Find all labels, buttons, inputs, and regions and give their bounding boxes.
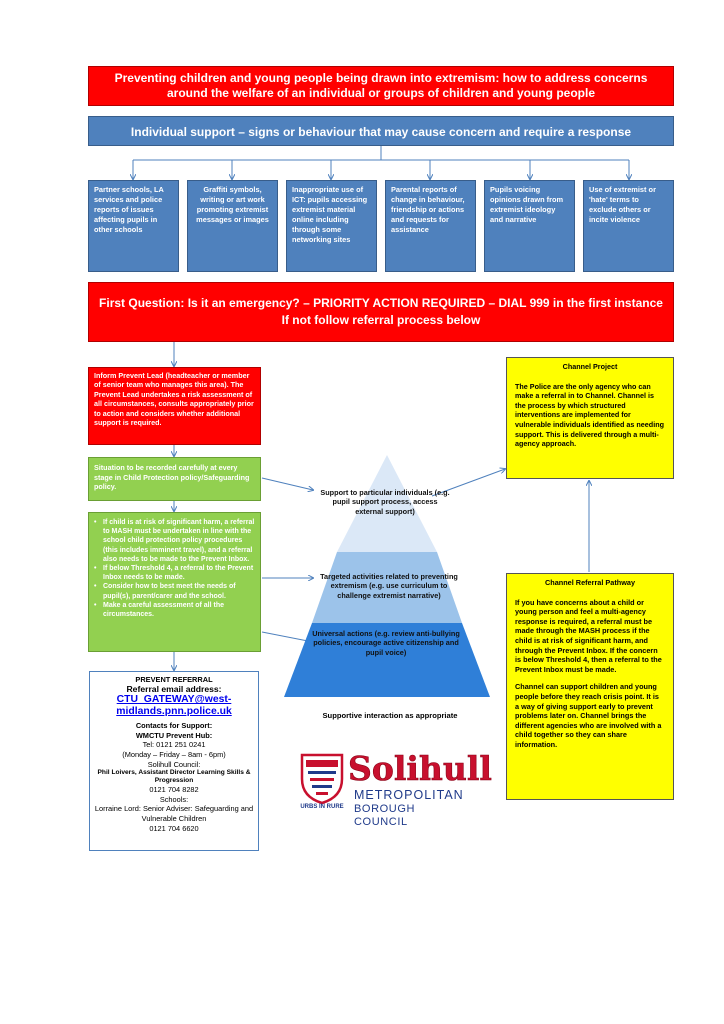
referral-heading: PREVENT REFERRAL	[135, 675, 213, 684]
hub-hours: (Monday – Friday – 8am - 6pm)	[122, 749, 226, 759]
supportive-interaction-caption: Supportive interaction as appropriate	[322, 711, 458, 720]
risk-assessment-box: If child is at risk of significant harm,…	[88, 512, 261, 652]
pyramid-middle-text: Targeted activities related to preventin…	[320, 572, 458, 600]
referral-email-label: Referral email address:	[126, 683, 222, 694]
adviser-name: Lorraine Lord: Senior Adviser: Safeguard…	[94, 804, 254, 823]
crest-motto: URBS IN RURE	[300, 804, 344, 810]
solihull-wordmark: Solihull	[348, 749, 493, 788]
referral-email-link[interactable]: CTU_GATEWAY@west-midlands.pnn.police.uk	[116, 694, 232, 718]
channel-project-heading: Channel Project	[562, 362, 618, 371]
pyramid-middle-tier	[312, 552, 462, 623]
channel-pathway-heading: Channel Referral Pathway	[544, 578, 636, 587]
pyramid-bottom-text: Universal actions (e.g. review anti-bull…	[312, 629, 460, 657]
director-name: Phil Loivers, Assistant Director Learnin…	[97, 769, 251, 785]
channel-project-box: Channel Project The Police are the only …	[506, 357, 674, 479]
title-banner: Preventing children and young people bei…	[88, 66, 674, 106]
sign-pupils-voicing: Pupils voicing opinions drawn from extre…	[484, 180, 575, 272]
pyramid-bottom-tier	[284, 623, 490, 697]
risk-point: If child is at risk of significant harm,…	[94, 518, 255, 564]
risk-point: Make a careful assessment of all the cir…	[94, 601, 255, 619]
sign-partner-reports: Partner schools, LA services and police …	[88, 180, 179, 272]
sign-graffiti: Graffiti symbols, writing or art work pr…	[187, 180, 278, 272]
risk-point: If below Threshold 4, a referral to the …	[94, 564, 255, 582]
prevent-referral-box: PREVENT REFERRAL Referral email address:…	[89, 671, 259, 851]
council-crest-icon	[300, 753, 344, 805]
emergency-banner: First Question: Is it an emergency? – PR…	[88, 282, 674, 342]
inform-prevent-lead-box: Inform Prevent Lead (headteacher or memb…	[88, 367, 261, 445]
council-label: Solihull Council:	[147, 759, 201, 769]
channel-pathway-paragraph: Channel can support children and young p…	[515, 682, 662, 749]
sign-parental-reports: Parental reports of change in behaviour,…	[385, 180, 476, 272]
channel-pathway-box: Channel Referral Pathway If you have con…	[506, 573, 674, 800]
emergency-line2: If not follow referral process below	[281, 313, 481, 327]
pyramid-top-tier	[337, 455, 437, 552]
schools-label: Schools:	[159, 794, 189, 804]
logo-metropolitan: METROPOLITAN	[354, 788, 464, 802]
channel-pathway-paragraph: If you have concerns about a child or yo…	[515, 597, 662, 674]
adviser-tel: 0121 704 6620	[149, 823, 199, 833]
director-tel: 0121 704 8282	[149, 785, 199, 795]
solihull-council-logo: URBS IN RURE Solihull METROPOLITAN BOROU…	[298, 750, 492, 828]
risk-point: Consider how to best meet the needs of p…	[94, 582, 255, 600]
support-pyramid	[284, 455, 490, 697]
logo-borough-council: BOROUGH COUNCIL	[354, 803, 416, 828]
pyramid-top-text: Support to particular individuals (e.g. …	[320, 488, 450, 516]
contacts-heading: Contacts for Support:	[135, 721, 213, 731]
record-situation-box: Situation to be recorded carefully at ev…	[88, 457, 261, 501]
hub-name: WMCTU Prevent Hub:	[135, 730, 213, 740]
individual-support-header: Individual support – signs or behaviour …	[88, 116, 674, 146]
sign-hate-terms: Use of extremist or 'hate' terms to excl…	[583, 180, 674, 272]
hub-tel: Tel: 0121 251 0241	[142, 740, 206, 750]
emergency-line1: First Question: Is it an emergency? – PR…	[99, 296, 663, 310]
sign-ict-use: Inappropriate use of ICT: pupils accessi…	[286, 180, 377, 272]
channel-project-body: The Police are the only agency who can m…	[515, 381, 664, 449]
